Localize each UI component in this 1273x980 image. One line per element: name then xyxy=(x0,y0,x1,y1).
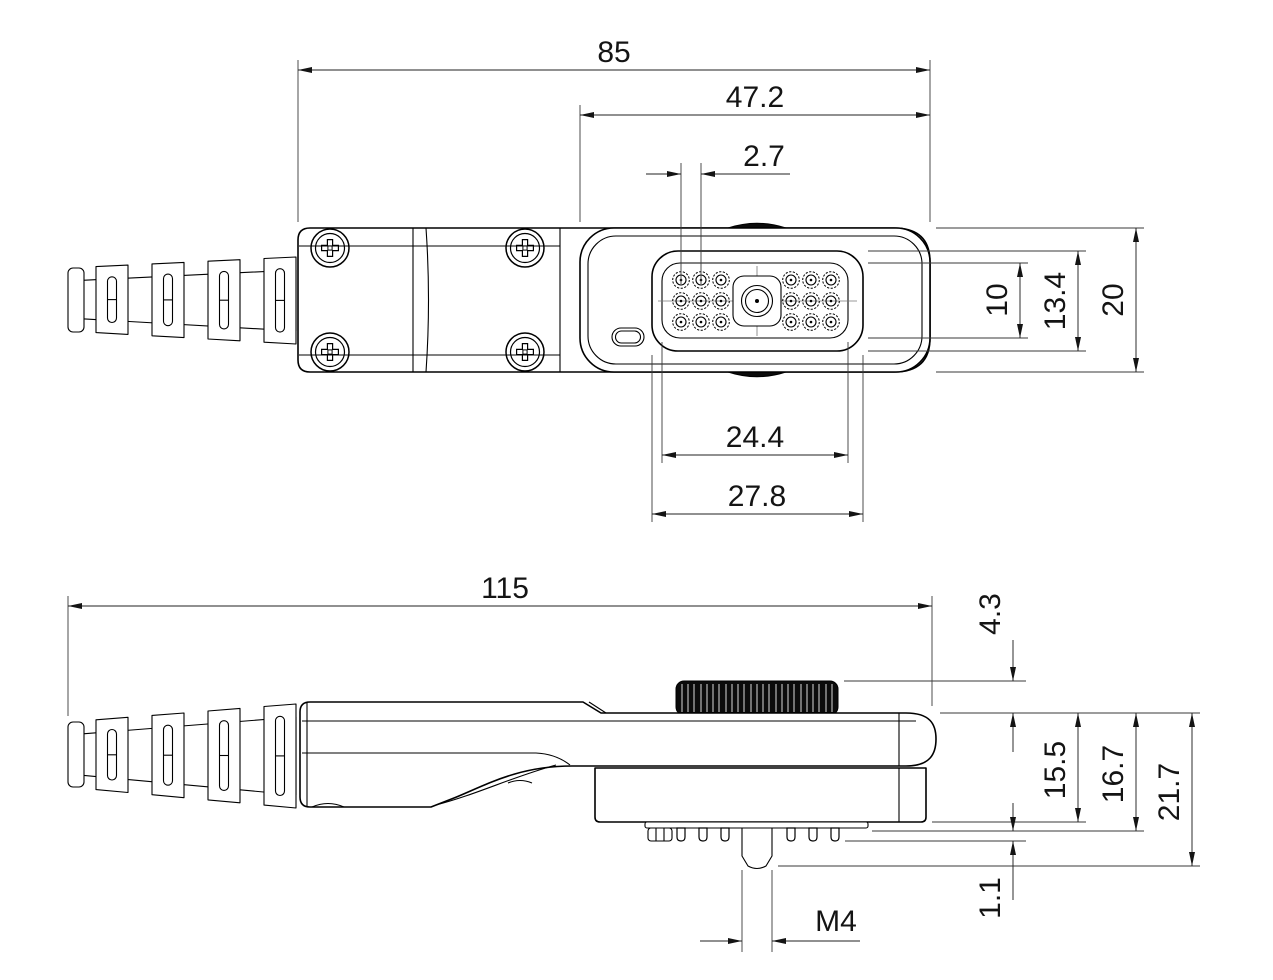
dim-15-5-label: 15.5 xyxy=(1039,741,1072,799)
dimension-pin-field-height: 10 xyxy=(868,262,1028,339)
connector-head-top xyxy=(579,227,931,373)
dim-21-7-label: 21.7 xyxy=(1153,763,1186,821)
dimension-overall-width: 85 xyxy=(297,36,931,222)
dim-m4-label: M4 xyxy=(815,905,857,938)
dimension-stud-thread: M4 xyxy=(700,870,860,952)
side-view: 115 4.3 15.5 16.7 21.7 1.1 xyxy=(67,572,1200,952)
dimension-pin-protrusion: 1.1 xyxy=(845,803,1026,919)
dim-24-4-label: 24.4 xyxy=(726,421,784,454)
dim-13-4-label: 13.4 xyxy=(1039,272,1072,330)
dim-1-1-label: 1.1 xyxy=(974,877,1007,919)
dim-27-8-label: 27.8 xyxy=(728,480,786,513)
dim-20-label: 20 xyxy=(1097,283,1130,316)
dim-10-label: 10 xyxy=(981,283,1014,316)
dimension-overall-depth: 21.7 xyxy=(778,713,1200,867)
dimension-knob-protrusion: 4.3 xyxy=(844,593,1200,752)
contact-pins-side xyxy=(647,827,840,842)
dimension-head-width: 47.2 xyxy=(579,81,930,222)
device-body-side xyxy=(299,701,937,808)
dim-2-7-label: 2.7 xyxy=(743,140,785,173)
dim-4-3-label: 4.3 xyxy=(974,593,1007,635)
dimension-recess-width: 27.8 xyxy=(651,355,864,522)
strain-relief-boot-side xyxy=(67,703,297,809)
dimension-body-height: 20 xyxy=(936,227,1144,373)
pin-shoulder-flange xyxy=(644,821,869,829)
center-boss xyxy=(732,275,782,327)
connector-head-side xyxy=(594,767,927,870)
dim-16-7-label: 16.7 xyxy=(1097,745,1130,803)
dimension-pin-field-width: 24.4 xyxy=(661,342,849,463)
dim-115-label: 115 xyxy=(481,572,529,605)
dimension-depth-to-pin-shoulder: 16.7 xyxy=(872,713,1144,832)
dimension-pin-pitch: 2.7 xyxy=(646,140,790,284)
thumbwheel xyxy=(675,680,839,716)
led-window xyxy=(611,327,645,347)
m4-stud xyxy=(741,827,773,870)
dim-85-label: 85 xyxy=(597,36,630,69)
top-view: 85 47.2 2.7 24.4 27.8 xyxy=(67,36,1144,522)
strain-relief-boot-top xyxy=(67,256,297,345)
dimension-recess-height: 13.4 xyxy=(868,250,1086,352)
dimension-depth-to-base: 15.5 xyxy=(932,713,1086,823)
dimension-overall-length: 115 xyxy=(67,572,933,716)
dim-47-2-label: 47.2 xyxy=(726,81,784,114)
